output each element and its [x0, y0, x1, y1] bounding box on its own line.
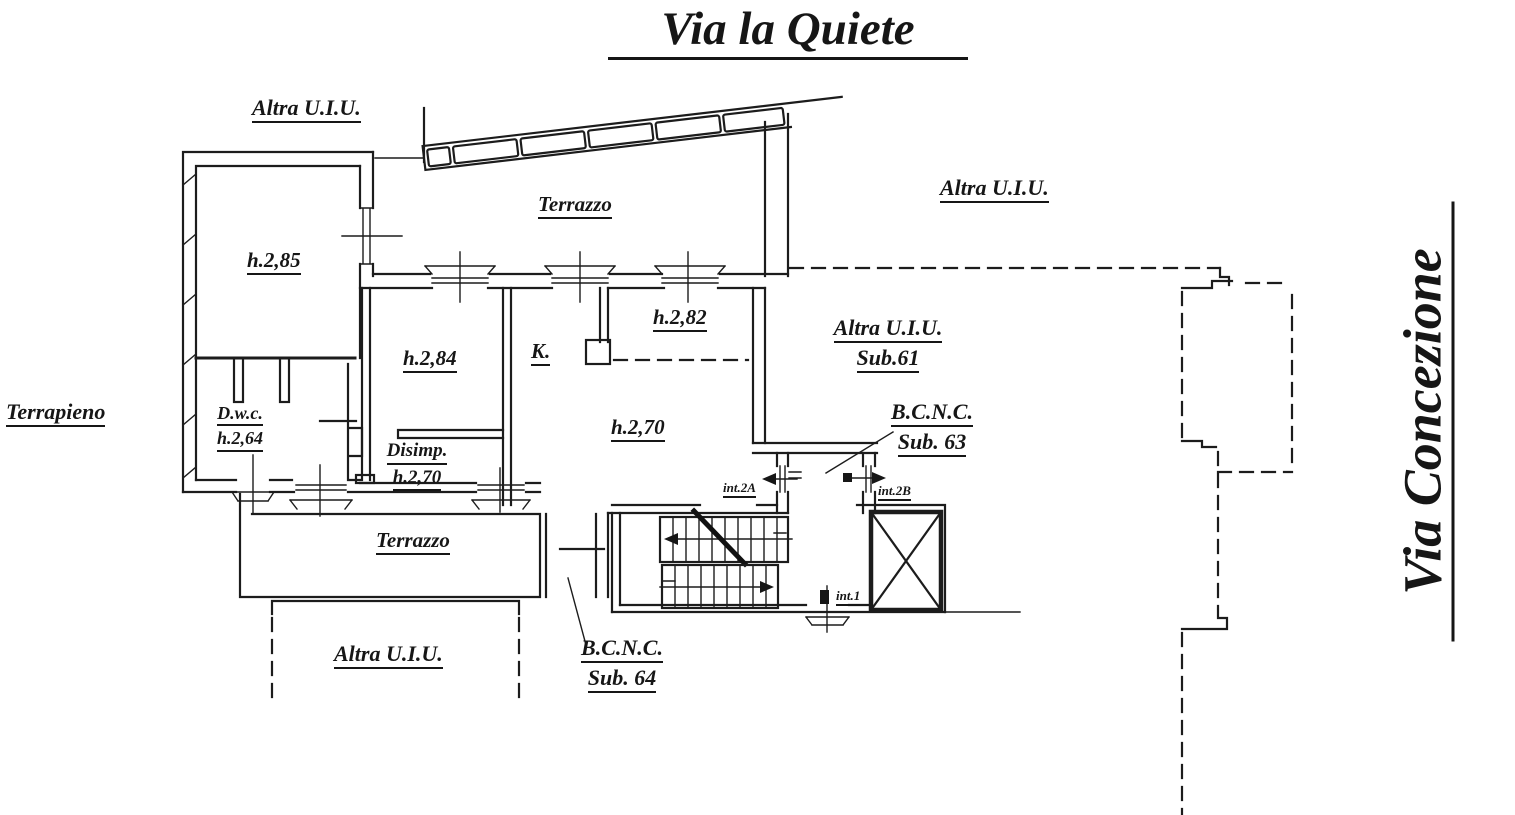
wc-line2: h.2,64	[216, 429, 263, 452]
interior-partitions	[354, 286, 767, 507]
hallway-label: Disimp. h.2,70	[378, 440, 456, 492]
stairwell	[606, 503, 947, 633]
room-h285-label: h.2,85	[247, 249, 301, 275]
entrance-int2a-label: int.2A	[723, 480, 756, 499]
entry-landing	[751, 431, 894, 515]
terrapieno-label: Terrapieno	[6, 400, 106, 427]
room-h270-label: h.2,70	[611, 416, 665, 442]
hallway-line1: Disimp.	[386, 440, 448, 465]
bcnc64-line1: B.C.N.C.	[581, 636, 663, 663]
room-h282-label: h.2,82	[653, 306, 707, 332]
upper-left-block	[181, 150, 403, 515]
bcnc64-label: B.C.N.C. Sub. 64	[570, 636, 674, 693]
north-wall	[358, 251, 790, 303]
bcnc63-label: B.C.N.C. Sub. 63	[880, 400, 984, 457]
bottom-neighbor-outline	[270, 599, 521, 704]
bcnc63-line1: B.C.N.C.	[891, 400, 973, 427]
elevator-shaft	[855, 503, 1021, 614]
hallway-line2: h.2,70	[392, 467, 442, 492]
entrance-int1-label: int.1	[836, 588, 861, 607]
neighbor-sub61-line1: Altra U.I.U.	[833, 316, 943, 343]
wc-line1: D.w.c.	[217, 403, 263, 427]
terrace-railing	[374, 95, 843, 278]
street-title-top: Via la Quiete	[608, 4, 968, 60]
street-title-right: Via Concezione	[1369, 201, 1455, 642]
terrace-lower-label: Terrazzo	[376, 529, 450, 555]
lower-terrace	[238, 492, 610, 646]
property-boundary-dashed	[788, 266, 1294, 815]
neighbor-label-top-right: Altra U.I.U.	[940, 176, 1049, 203]
entrance-int2b-label: int.2B	[878, 483, 911, 502]
wc-label: D.w.c. h.2,64	[205, 403, 275, 452]
bcnc63-line2: Sub. 63	[897, 429, 967, 457]
terrace-upper-label: Terrazzo	[538, 193, 612, 219]
bcnc64-line2: Sub. 64	[587, 665, 657, 693]
neighbor-label-top-left: Altra U.I.U.	[252, 96, 361, 123]
south-wall	[181, 464, 542, 517]
kitchen-label: K.	[531, 340, 551, 366]
neighbor-label-bottom: Altra U.I.U.	[334, 642, 443, 669]
neighbor-sub61-label: Altra U.I.U. Sub.61	[826, 316, 950, 373]
neighbor-sub61-line2: Sub.61	[856, 345, 920, 373]
room-h284-label: h.2,84	[403, 347, 457, 373]
